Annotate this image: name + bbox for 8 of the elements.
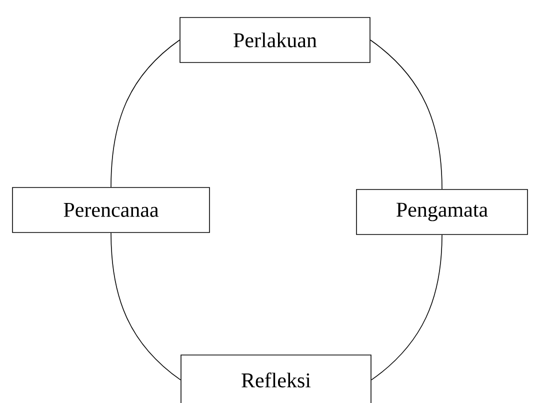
label-box: Pengamata — [356, 189, 528, 235]
arc-line — [110, 40, 180, 188]
label-box: Perlakuan — [180, 17, 370, 63]
arc-line — [371, 234, 442, 380]
label-box: Refleksi — [180, 354, 372, 403]
label-box: Perencanaa — [12, 187, 210, 233]
arc-line — [370, 40, 442, 190]
arc-line — [110, 232, 181, 380]
